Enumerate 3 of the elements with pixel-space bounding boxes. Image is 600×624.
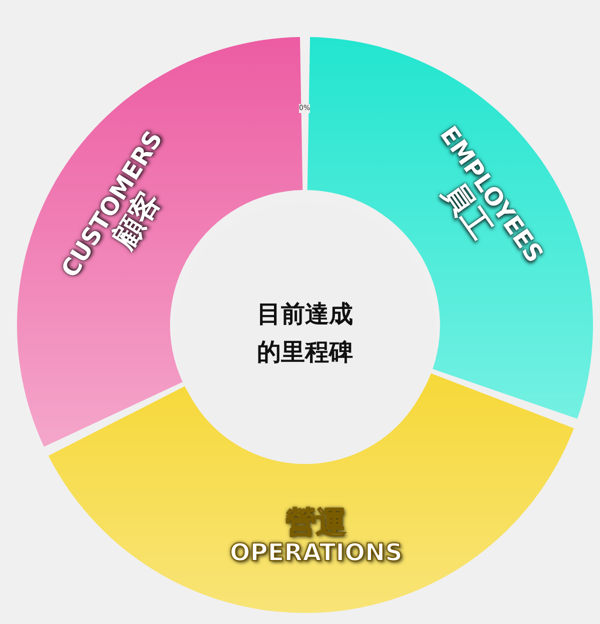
segment-label: 營運	[286, 506, 346, 540]
center-title: 目前達成的里程碑	[256, 298, 354, 368]
segment-label: OPERATIONS	[230, 540, 402, 566]
